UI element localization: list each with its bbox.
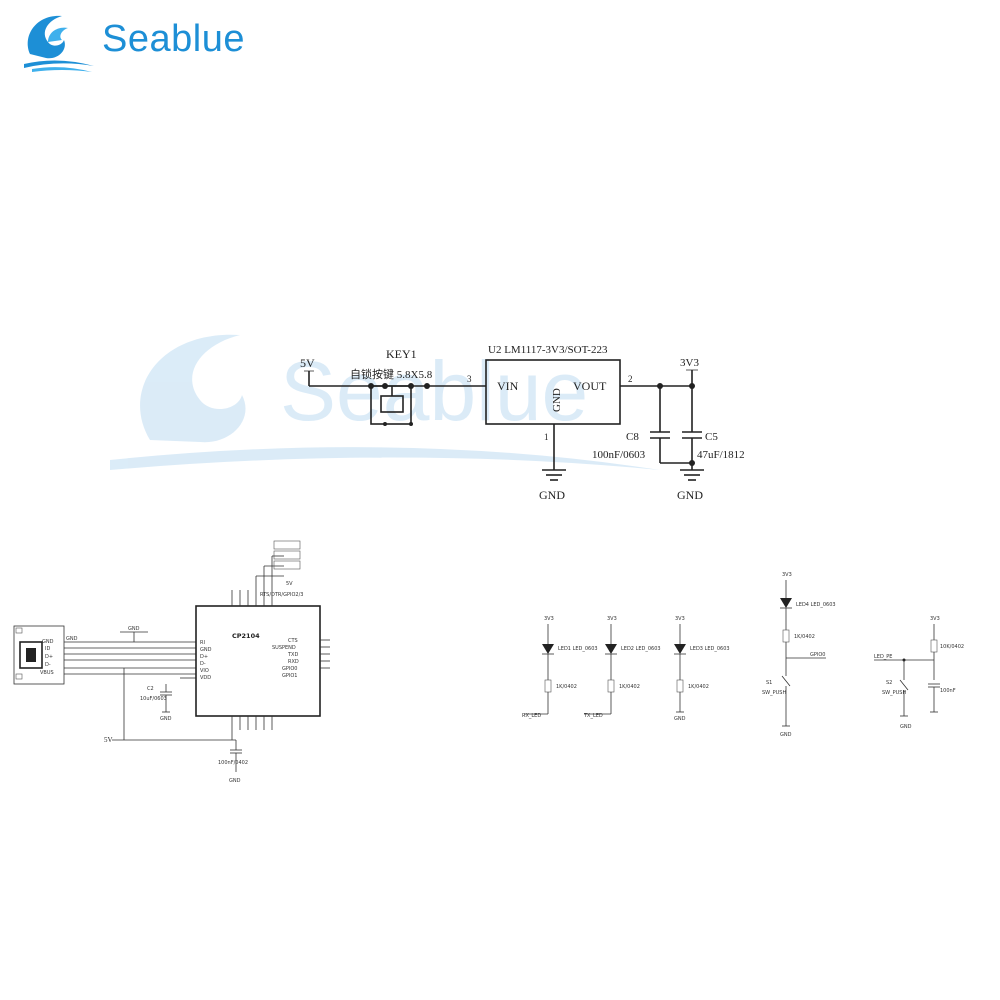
svg-text:D+: D+	[200, 654, 208, 660]
u2-pin-out: 2	[628, 374, 633, 384]
svg-text:GND: GND	[900, 724, 912, 730]
led-chain-1: 3V3 LED1 LED_0603 1K/0402 RX_LED	[522, 616, 598, 719]
led-chain-2: 3V3 LED2 LED_0603 1K/0402 TX_LED	[583, 616, 661, 719]
led-circuits: 3V3 LED1 LED_0603 1K/0402 RX_LED 3V3 LED…	[522, 572, 964, 738]
led-chain-label-5: LED_PE	[874, 654, 892, 660]
svg-text:1K/0402: 1K/0402	[688, 684, 709, 690]
usb-pin-1: VBUS	[40, 670, 54, 676]
u2-body	[485, 359, 621, 425]
svg-text:10uF/0603: 10uF/0603	[140, 696, 167, 702]
led-chain-label-1: RX_LED	[522, 713, 541, 719]
svg-text:3V3: 3V3	[930, 616, 940, 622]
svg-text:GND: GND	[128, 626, 140, 632]
usb-connector: GND VBUS ID D+ D-	[13, 625, 65, 685]
usb-pin-2: ID	[45, 646, 50, 652]
svg-text:LED4 LED_0603: LED4 LED_0603	[796, 602, 836, 608]
svg-text:1K/0402: 1K/0402	[619, 684, 640, 690]
svg-text:1K/0402: 1K/0402	[794, 634, 815, 640]
usb-pin-0: GND	[42, 639, 54, 645]
svg-text:RXD: RXD	[288, 659, 299, 665]
svg-text:LED2 LED_0603: LED2 LED_0603	[621, 646, 661, 652]
brand-name: Seablue	[102, 18, 245, 60]
key1-value: 自锁按键 5.8X5.8	[350, 367, 433, 381]
svg-text:LED3 LED_0603: LED3 LED_0603	[690, 646, 730, 652]
svg-text:D-: D-	[200, 661, 206, 667]
svg-text:VIO: VIO	[200, 668, 209, 674]
gnd-symbol	[542, 469, 566, 481]
svg-text:GPIO0: GPIO0	[810, 652, 825, 658]
svg-text:GND: GND	[160, 716, 172, 722]
svg-text:RI: RI	[200, 640, 205, 646]
led-chain-4: 3V3 LED4 LED_0603 1K/0402 GPIO0 S1 SW_PU…	[762, 572, 836, 738]
svg-text:GND: GND	[780, 732, 792, 738]
svg-text:GPIO1: GPIO1	[282, 673, 297, 679]
svg-text:SUSPEND: SUSPEND	[272, 645, 296, 651]
led-chain-5: 3V3 10K/0402 LED_PE S2 SW_PUSH 100nF GND	[874, 616, 964, 730]
net-5v-label: 5V	[300, 356, 315, 370]
gnd-a-label: GND	[539, 488, 565, 502]
brand-logo: Seablue	[18, 6, 244, 76]
u2-vout: VOUT	[573, 379, 607, 393]
svg-text:C2: C2	[147, 686, 154, 692]
svg-text:3V3: 3V3	[544, 616, 554, 622]
usb-pin-3: D+	[45, 654, 53, 660]
svg-text:3V3: 3V3	[675, 616, 685, 622]
svg-text:GND: GND	[674, 716, 686, 722]
svg-text:RTS/DTR/GPIO2/3: RTS/DTR/GPIO2/3	[260, 592, 303, 598]
svg-text:GND: GND	[200, 647, 212, 653]
svg-text:VDD: VDD	[200, 675, 211, 681]
u2-vin: VIN	[497, 379, 519, 393]
gnd-b-label: GND	[677, 488, 703, 502]
svg-text:100nF/0402: 100nF/0402	[218, 760, 248, 766]
usb-bridge-circuit: GND VBUS ID D+ D- GND GND 5V C2 10uF/060…	[13, 540, 330, 784]
svg-text:SW_PUSH: SW_PUSH	[762, 690, 786, 696]
key1-ref: KEY1	[386, 347, 417, 361]
svg-text:S1: S1	[766, 680, 772, 686]
led-chain-3: 3V3 LED3 LED_0603 1K/0402 GND	[674, 616, 730, 722]
usb-pin-4: D-	[45, 662, 51, 668]
cp2104-label: CP2104	[232, 632, 260, 640]
cp2104-body	[195, 605, 321, 717]
svg-text:5V: 5V	[286, 581, 293, 587]
svg-text:S2: S2	[886, 680, 892, 686]
c5-value: 47uF/1812	[697, 449, 745, 461]
key1-switch	[368, 383, 430, 426]
svg-text:GND: GND	[229, 778, 241, 784]
c8-ref: C8	[626, 431, 639, 443]
svg-text:3V3: 3V3	[782, 572, 792, 578]
svg-text:GND: GND	[66, 636, 78, 642]
svg-text:1K/0402: 1K/0402	[556, 684, 577, 690]
wave-icon	[24, 15, 94, 72]
net-3v3-label: 3V3	[680, 357, 699, 369]
svg-text:CTS: CTS	[288, 638, 298, 644]
svg-text:GPIO0: GPIO0	[282, 666, 297, 672]
svg-text:3V3: 3V3	[607, 616, 617, 622]
u2-gnd: GND	[551, 388, 563, 412]
c5-ref: C5	[705, 431, 718, 443]
svg-text:10K/0402: 10K/0402	[940, 644, 964, 650]
regulator-circuit: 5V KEY1 自锁按键 5.8X5.8 U2 LM1117-3V3/SOT-2…	[300, 344, 745, 502]
u2-label: U2 LM1117-3V3/SOT-223	[488, 344, 608, 356]
svg-text:100nF: 100nF	[940, 688, 956, 694]
svg-text:TXD: TXD	[287, 652, 298, 658]
svg-text:LED1 LED_0603: LED1 LED_0603	[558, 646, 598, 652]
usb-5v-label: 5V	[104, 736, 113, 744]
svg-text:SW_PUSH: SW_PUSH	[882, 690, 906, 696]
gnd-symbol	[680, 469, 704, 481]
led-chain-label-2: TX_LED	[583, 713, 603, 719]
c8-value: 100nF/0603	[592, 449, 646, 461]
u2-pin-in: 3	[467, 374, 472, 384]
u2-pin-gnd: 1	[544, 432, 549, 442]
